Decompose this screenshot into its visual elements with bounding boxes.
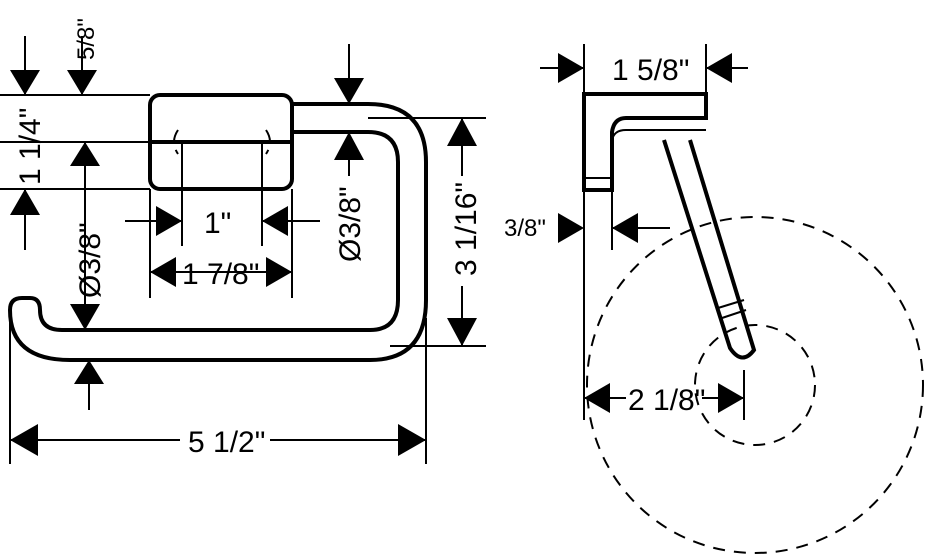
dim-block-height: 1 1/4"	[14, 108, 47, 185]
dim-arm-reach: 2 1/8"	[628, 384, 705, 417]
holder-bar-outer	[7, 102, 428, 362]
holder-arm	[662, 139, 757, 360]
dim-block-width: 1 7/8"	[182, 258, 259, 291]
dim-top-offset: 5/8"	[73, 18, 100, 60]
front-view: 5/8" 1 1/4" Ø3/8" 1" 1 7/8" Ø3	[0, 18, 486, 464]
screw-hole-right	[265, 129, 271, 155]
dim-height: 3 1/16"	[450, 182, 483, 276]
paper-roll-outer	[586, 216, 924, 554]
wall-bracket	[582, 92, 708, 192]
screw-hole-left	[173, 129, 179, 155]
paper-roll-core	[694, 324, 816, 446]
dim-side-width: 1 5/8"	[612, 54, 689, 87]
side-view: 1 5/8" 3/8" 2 1/8"	[504, 44, 924, 554]
dim-overall-width: 5 1/2"	[188, 426, 265, 459]
dim-bar-diameter-right: Ø3/8"	[334, 186, 367, 262]
dim-wall-offset: 3/8"	[504, 215, 546, 242]
dim-block-slot: 1"	[204, 207, 231, 240]
dim-bar-diameter-left: Ø3/8"	[74, 222, 107, 298]
